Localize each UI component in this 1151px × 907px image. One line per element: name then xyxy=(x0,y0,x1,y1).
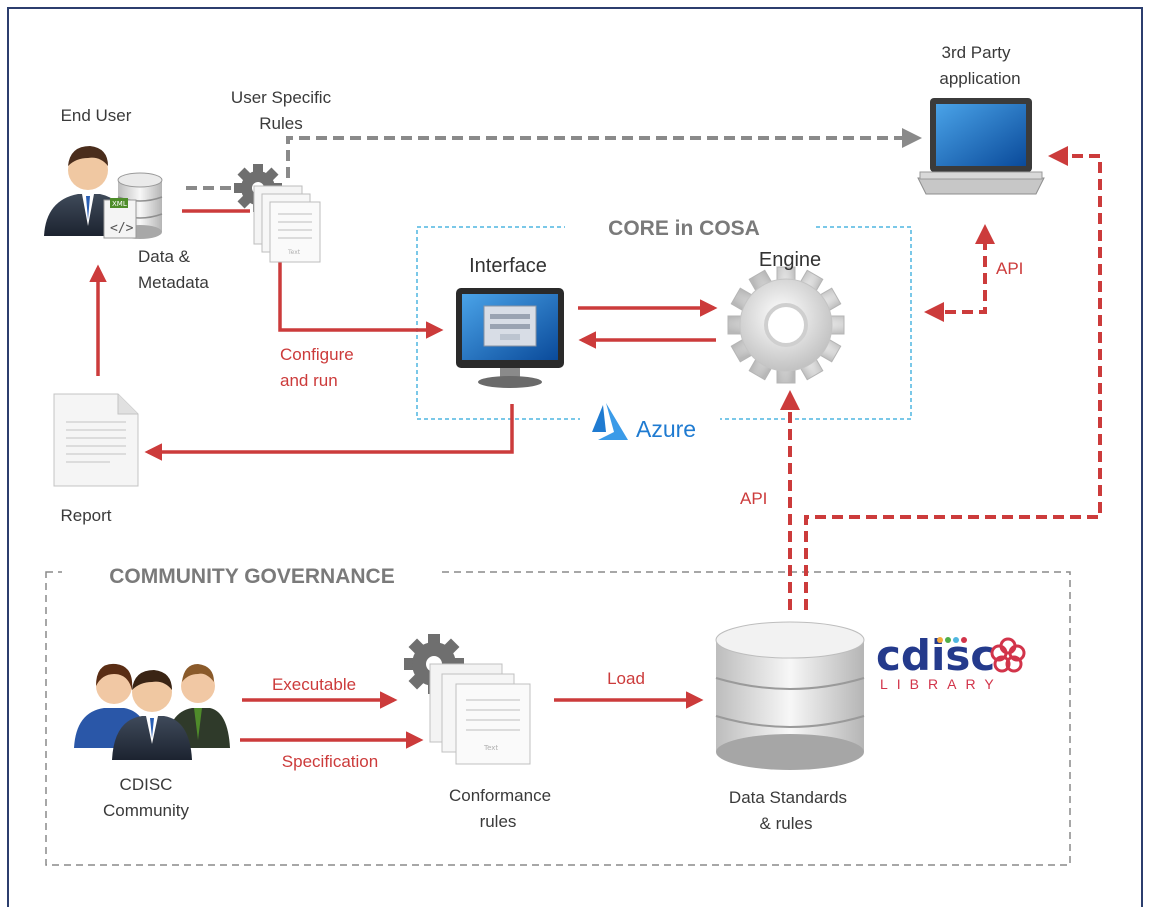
report-label: Report xyxy=(60,506,111,525)
cdisc-community-label-line2: Community xyxy=(103,801,189,820)
cdisc-community-label-line1: CDISC xyxy=(120,775,173,794)
azure-icon xyxy=(592,403,628,440)
library-text: LIBRARY xyxy=(880,676,1003,692)
standards-label-line2: & rules xyxy=(760,814,813,833)
load-label: Load xyxy=(607,669,645,688)
engine-label: Engine xyxy=(759,249,821,271)
end-user-label: End User xyxy=(61,106,132,125)
edge-api-engine-third-party xyxy=(924,224,995,322)
user-rules-label-line1: User Specific xyxy=(231,88,332,107)
cdisc-library-logo: cdisc LIBRARY xyxy=(876,631,1026,692)
user-rules-label-line2: Rules xyxy=(259,114,302,133)
cdisc-dots xyxy=(937,637,967,643)
api-label-library: API xyxy=(740,489,767,508)
cdisc-flower-icon xyxy=(990,637,1026,673)
edge-library-to-third-party xyxy=(804,146,1102,610)
svg-text:Text: Text xyxy=(483,744,498,752)
standards-label-line1: Data Standards xyxy=(729,788,847,807)
svg-text:</>: </> xyxy=(110,221,134,236)
conformance-document-icon: Text xyxy=(429,663,531,765)
api-label-third-party: API xyxy=(996,259,1023,278)
edge-rules-to-third-party xyxy=(286,128,922,178)
svg-text:Text: Text xyxy=(287,249,301,256)
svg-text:XML: XML xyxy=(112,200,127,208)
third-party-label-line1: 3rd Party xyxy=(942,43,1011,62)
diagram-frame xyxy=(7,7,1143,907)
engine-gear-icon xyxy=(727,266,845,384)
edge-interface-to-report xyxy=(144,404,514,461)
cdisc-logo-text: cdisc xyxy=(876,631,995,680)
configure-label-line2: and run xyxy=(280,371,338,390)
database-cylinder-icon xyxy=(715,621,865,770)
community-icon xyxy=(74,663,230,760)
data-label-line2: Metadata xyxy=(138,273,209,292)
governance-section-title: COMMUNITY GOVERNANCE xyxy=(109,565,394,588)
specification-label: Specification xyxy=(282,752,378,771)
third-party-label-line2: application xyxy=(939,69,1020,88)
edge-configure-run xyxy=(278,262,444,339)
azure-label: Azure xyxy=(636,416,696,442)
report-icon xyxy=(53,393,139,487)
rules-document-icon: Text xyxy=(253,185,321,263)
data-label-line1: Data & xyxy=(138,247,191,266)
executable-label: Executable xyxy=(272,675,356,694)
conformance-label-line2: rules xyxy=(480,812,517,831)
core-section-title: CORE in COSA xyxy=(608,217,760,240)
governance-container xyxy=(45,571,1071,866)
xml-file-icon: XML </> xyxy=(103,198,137,239)
monitor-icon xyxy=(456,288,564,388)
configure-label-line1: Configure xyxy=(280,345,354,364)
interface-label: Interface xyxy=(469,255,547,277)
conformance-label-line1: Conformance xyxy=(449,786,551,805)
laptop-icon xyxy=(917,98,1045,195)
